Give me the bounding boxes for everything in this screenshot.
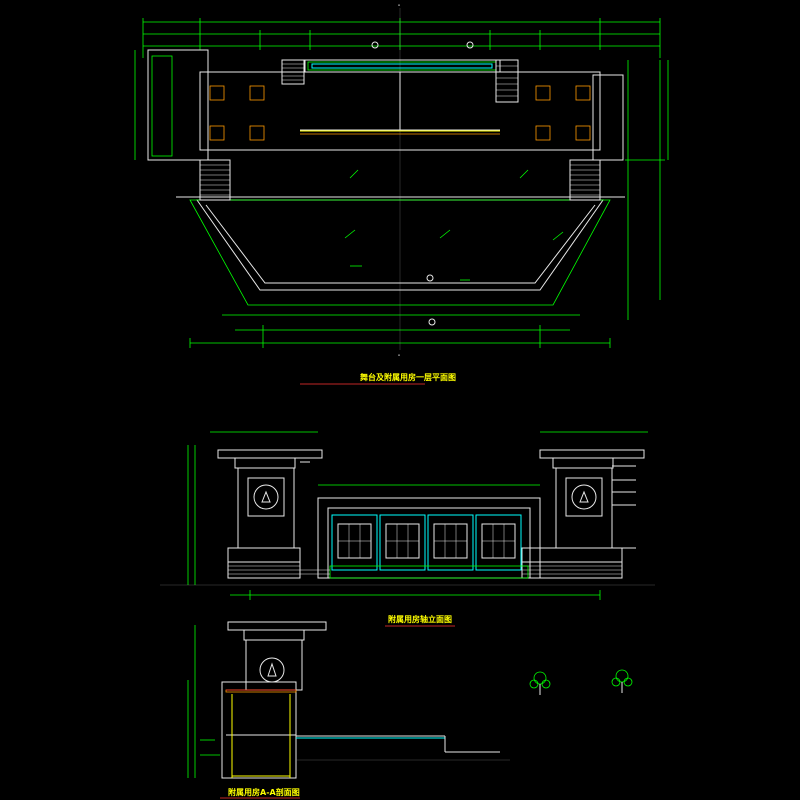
elevation-view: 附属用房轴立面图 [160, 431, 655, 627]
left-wing [147, 49, 305, 201]
back-building [199, 59, 601, 151]
central-building [300, 497, 541, 579]
section-title: 附属用房A-A剖面图 [228, 787, 300, 797]
axis-mark-bottom: A [398, 353, 401, 357]
elevation-leaders [300, 461, 636, 549]
plan-annotations [344, 41, 564, 326]
plan-columns [209, 85, 591, 141]
right-wing [495, 59, 624, 201]
plant-symbols [529, 669, 633, 695]
section-view: 附属用房A-A剖面图 [187, 621, 510, 799]
axis-mark-top: A [398, 3, 401, 7]
left-tower [217, 449, 323, 579]
right-tower [521, 449, 645, 579]
section-body [221, 681, 510, 779]
plant-symbol-right [611, 669, 633, 693]
section-dimension-lines [187, 625, 220, 778]
stage-outline [176, 196, 625, 316]
plan-title: 舞台及附属用房一层平面图 [359, 372, 456, 382]
section-tower [227, 621, 327, 691]
plant-symbol-left [529, 671, 551, 695]
plan-view: A A [134, 3, 669, 385]
elevation-title: 附属用房轴立面图 [388, 614, 452, 624]
elevation-dimension-lines [187, 431, 648, 600]
